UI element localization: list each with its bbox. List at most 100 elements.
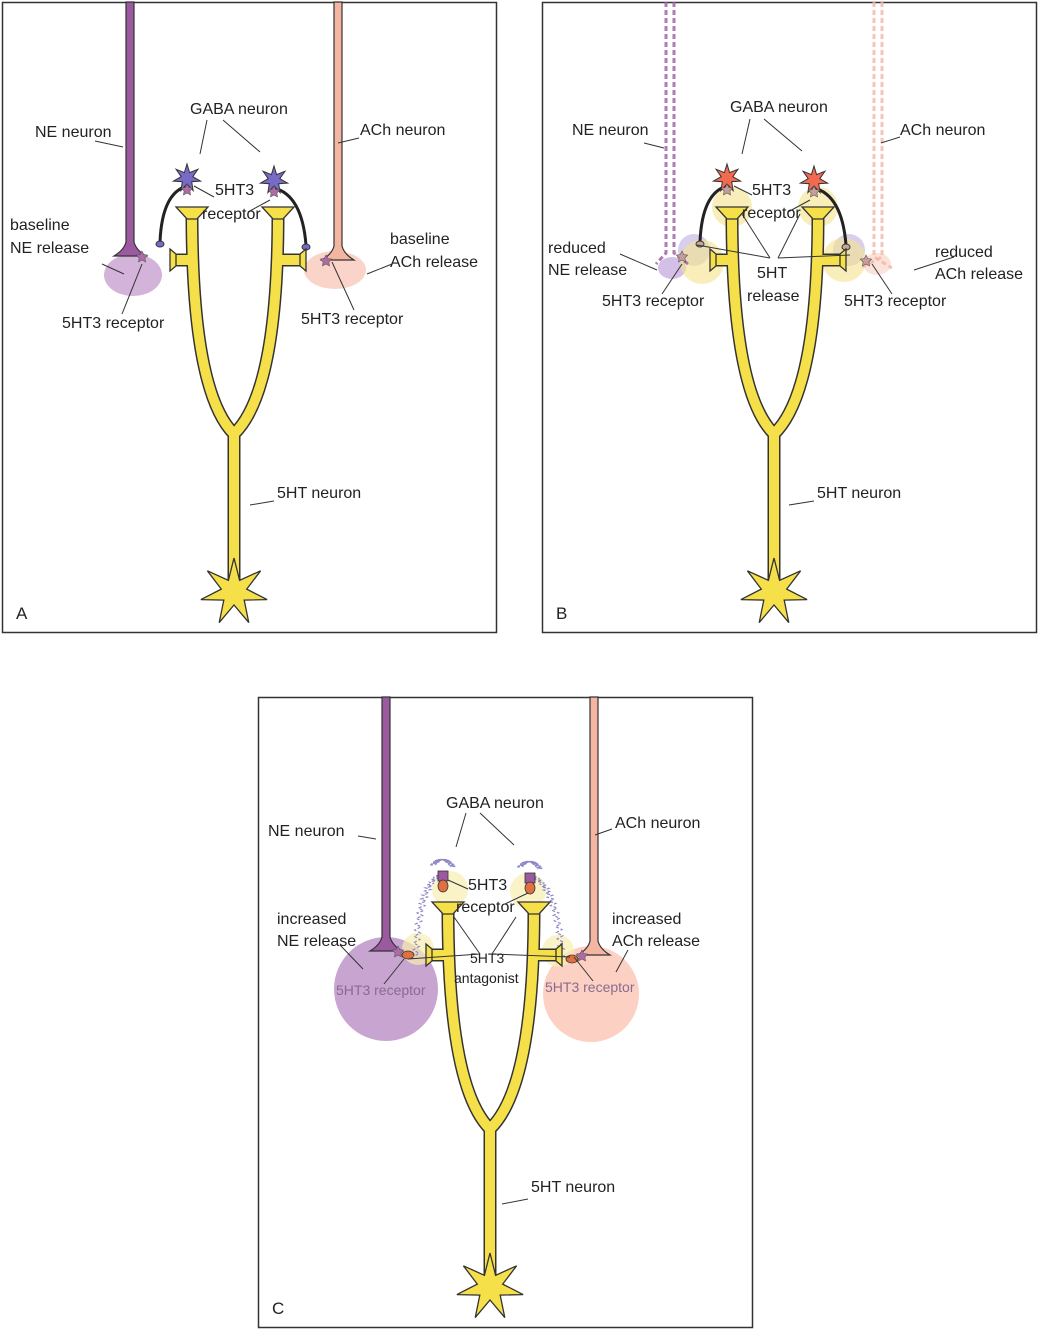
serotonin-terminal bbox=[169, 247, 177, 273]
leader-line bbox=[594, 828, 613, 836]
serotonin-terminal bbox=[555, 942, 563, 968]
label-ne-neuron: NE neuron bbox=[35, 124, 112, 141]
leader-line bbox=[788, 500, 815, 506]
label-ach-neuron: ACh neuron bbox=[615, 815, 700, 832]
leader-line bbox=[479, 812, 515, 846]
leader-line bbox=[455, 812, 467, 848]
leader-line bbox=[447, 879, 469, 890]
leader-line bbox=[94, 140, 124, 148]
label-ne-receptor: 5HT3 receptor bbox=[602, 293, 705, 310]
label-ach-neuron: ACh neuron bbox=[360, 122, 445, 139]
serotonin-terminal bbox=[299, 247, 307, 273]
serotonin-neuron-soma bbox=[740, 557, 808, 624]
serotonin-neuron bbox=[709, 206, 847, 624]
serotonin-neuron-soma bbox=[200, 557, 268, 624]
5ht3-receptor-icon bbox=[807, 185, 821, 198]
leader-line bbox=[491, 953, 571, 958]
gaba-soma-inhibited bbox=[429, 858, 456, 868]
label-gaba-neuron: GABA neuron bbox=[730, 99, 828, 116]
label-serotonin-neuron: 5HT neuron bbox=[277, 485, 361, 502]
leader-line bbox=[222, 119, 261, 153]
5ht3-receptor-icon bbox=[675, 250, 689, 263]
5ht3-receptor-icon bbox=[180, 183, 194, 196]
ne-neuron-axon bbox=[672, 2, 689, 266]
leader-line bbox=[777, 213, 801, 259]
ne-release-cloud bbox=[658, 257, 686, 279]
panel-frame bbox=[1, 1, 498, 634]
label-ach-release-2: ACh release bbox=[612, 933, 700, 950]
leader-line bbox=[331, 261, 355, 311]
label-ne-release-2: NE release bbox=[277, 933, 356, 950]
leader-line bbox=[871, 263, 893, 295]
label-ne-release-1: reduced bbox=[548, 240, 606, 257]
5ht3-receptor-icon bbox=[437, 870, 449, 882]
ne-neuron-axon bbox=[654, 2, 668, 266]
leader-line bbox=[615, 949, 629, 973]
leader-line bbox=[763, 118, 803, 152]
5ht3-receptor-icon bbox=[720, 183, 734, 196]
label-ach-release-1: reduced bbox=[935, 244, 993, 261]
gaba-soma-inhibited bbox=[516, 860, 543, 870]
leader-line bbox=[366, 263, 393, 275]
label-ach-receptor: 5HT3 receptor bbox=[301, 311, 404, 328]
5ht3-receptor-icon bbox=[267, 185, 281, 198]
label-ne-neuron: NE neuron bbox=[572, 122, 649, 139]
label-antagonist-1: 5HT3 bbox=[470, 950, 504, 966]
gaba-neuron-inhibited bbox=[526, 874, 566, 961]
label-ach-receptor: 5HT3 receptor bbox=[844, 293, 947, 310]
5ht3-antagonist-icon bbox=[437, 879, 449, 893]
label-receptor-center-2: receptor bbox=[202, 206, 261, 223]
leader-line bbox=[733, 185, 753, 196]
ach-neuron-axon bbox=[575, 696, 613, 956]
5ht3-receptor-icon bbox=[319, 254, 333, 267]
leader-line bbox=[696, 244, 771, 259]
serotonin-terminal bbox=[260, 206, 296, 220]
ach-release-cloud bbox=[863, 253, 891, 275]
panel-letter: A bbox=[16, 604, 28, 623]
label-ach-neuron: ACh neuron bbox=[900, 122, 985, 139]
label-gaba-neuron: GABA neuron bbox=[446, 795, 544, 812]
label-release-2: release bbox=[747, 288, 800, 305]
label-ne-release-2: NE release bbox=[548, 262, 627, 279]
panel-frame bbox=[257, 696, 754, 1329]
leader-line bbox=[643, 142, 665, 149]
label-receptor-center-1: 5HT3 bbox=[215, 182, 254, 199]
panel-letter: C bbox=[272, 1299, 284, 1318]
ne-release-cloud bbox=[104, 254, 162, 296]
serotonin-terminal bbox=[709, 247, 717, 273]
serotonin-neuron-body bbox=[174, 213, 301, 580]
label-ach-receptor: 5HT3 receptor bbox=[545, 979, 635, 995]
5ht3-receptor-icon bbox=[391, 945, 405, 958]
leader-line bbox=[337, 137, 360, 144]
panel-letter: B bbox=[556, 604, 567, 623]
serotonin-neuron bbox=[425, 901, 563, 1319]
serotonin-neuron-soma bbox=[456, 1252, 524, 1319]
leader-line bbox=[504, 892, 529, 905]
label-ne-release-2: NE release bbox=[10, 240, 89, 257]
leader-line bbox=[193, 185, 215, 198]
serotonin-terminal bbox=[430, 901, 466, 915]
leader-line bbox=[247, 199, 271, 213]
label-ne-receptor: 5HT3 receptor bbox=[336, 982, 426, 998]
gaba-terminal bbox=[155, 240, 165, 248]
label-ach-release-2: ACh release bbox=[935, 266, 1023, 283]
leader-line bbox=[741, 118, 751, 155]
leader-line bbox=[339, 944, 364, 970]
5ht3-antagonist-icon bbox=[524, 881, 536, 895]
serotonin-neuron-body bbox=[430, 908, 557, 1275]
leader-line bbox=[121, 263, 143, 315]
5ht3-receptor-icon bbox=[859, 254, 873, 267]
serotonin-terminal bbox=[516, 901, 552, 915]
leader-line bbox=[661, 263, 683, 295]
label-release-1: 5HT bbox=[757, 265, 787, 282]
leader-line bbox=[880, 136, 901, 144]
ach-release-cloud bbox=[543, 946, 639, 1042]
leader-line bbox=[357, 835, 377, 840]
panel-frame bbox=[541, 1, 1038, 634]
leader-line bbox=[453, 916, 481, 955]
label-ne-release-1: baseline bbox=[10, 217, 70, 234]
